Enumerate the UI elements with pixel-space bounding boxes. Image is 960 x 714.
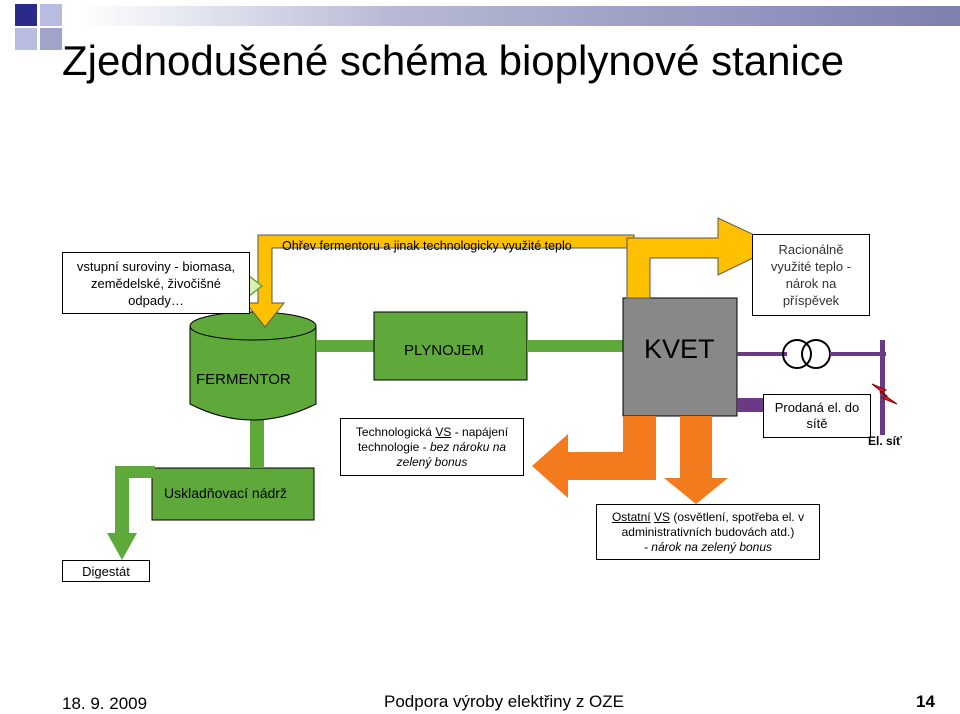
other-line-3: - nárok na zelený bonus <box>643 539 773 554</box>
footer-center-text: Podpora výroby elektřiny z OZE <box>384 692 624 711</box>
digestate-box: Digestát <box>62 560 150 582</box>
heat-usage-box: Racionálně využité teplo - nárok na přís… <box>752 234 870 316</box>
other-line-1: Ostatní VS (osvětlení, spotřeba el. v <box>612 510 804 525</box>
header-square-gray <box>40 28 62 50</box>
sold-line-1: Prodaná el. do <box>774 400 860 415</box>
tech-power-arrow <box>532 416 656 498</box>
fermentor-body <box>189 325 317 421</box>
chp-transformer-line <box>737 352 787 356</box>
digestate-pipe <box>115 466 155 478</box>
tech-line-1c: - napájení <box>454 424 509 439</box>
chp-label: KVET <box>644 334 715 364</box>
footer-date: 18. 9. 2009 <box>62 694 148 713</box>
other-vs: VS <box>653 509 670 524</box>
grid-pole <box>880 340 885 435</box>
tech-line-1a: Technologická <box>355 424 432 439</box>
heat-line-3: nárok na <box>785 276 837 291</box>
chp-unit <box>622 297 738 417</box>
tech-line-2: technologie - bez nároku na <box>358 440 506 455</box>
input-line-3: odpady… <box>128 292 184 308</box>
transformer-coil-left <box>782 339 812 369</box>
lightning-icon <box>871 383 898 405</box>
grid-label: El. síť <box>868 434 902 448</box>
header-gradient-bar <box>80 6 960 26</box>
other-power-arrow <box>664 416 728 504</box>
other-line-1c: (osvětlení, spotřeba el. v <box>673 509 805 524</box>
heat-line-1: Racionálně <box>778 242 844 257</box>
input-materials-box: vstupní suroviny - biomasa, zemědelské, … <box>62 252 250 314</box>
fermentor-gas-pipe <box>316 340 374 352</box>
header-square-lightblue <box>40 4 62 26</box>
sold-electricity-pipe <box>737 398 763 412</box>
header-square-navy <box>15 4 37 26</box>
fermentor-storage-pipe <box>250 420 264 468</box>
heat-line-2: využité teplo - <box>770 259 852 274</box>
other-line-1a: Ostatní <box>611 509 651 524</box>
input-line-2: zemědelské, živočišné <box>90 275 222 291</box>
other-consumption-box: Ostatní VS (osvětlení, spotřeba el. v ad… <box>596 504 820 560</box>
gasholder-label: PLYNOJEM <box>404 342 484 359</box>
digestate-label: Digestát <box>82 563 130 579</box>
fermentor-label: FERMENTOR <box>196 371 291 388</box>
storage-label: Uskladňovací nádrž <box>164 485 287 501</box>
tech-line-1: Technologická VS - napájení <box>356 425 508 440</box>
input-line-1: vstupní suroviny - biomasa, <box>76 258 236 274</box>
tech-line-3: zelený bonus <box>396 454 468 469</box>
sold-line-2: sítě <box>806 416 828 431</box>
slide-number: 14 <box>916 692 935 711</box>
tech-consumption-box: Technologická VS - napájení technologie … <box>340 418 524 476</box>
digestate-arrow <box>107 470 137 560</box>
header-square-lightblue-2 <box>15 28 37 50</box>
heat-output-arrow <box>626 217 780 299</box>
tech-line-2a: technologie - <box>357 439 427 454</box>
other-line-2: administrativních budovách atd.) <box>621 524 795 539</box>
transformer-grid-line <box>830 352 886 356</box>
slide-title: Zjednodušené schéma bioplynové stanice <box>62 37 845 84</box>
fermentor-top <box>189 311 317 341</box>
gasholder <box>373 311 528 381</box>
tech-vs: VS <box>435 424 452 439</box>
tech-line-2b: bez nároku na <box>430 439 507 454</box>
heating-label: Ohřev fermentoru a jinak technologicky v… <box>282 239 572 253</box>
storage-tank <box>151 467 315 521</box>
gasholder-chp-pipe <box>527 340 623 352</box>
transformer-coil-right <box>801 339 831 369</box>
sold-electricity-box: Prodaná el. do sítě <box>763 394 871 438</box>
heat-line-4: příspěvek <box>782 293 840 308</box>
